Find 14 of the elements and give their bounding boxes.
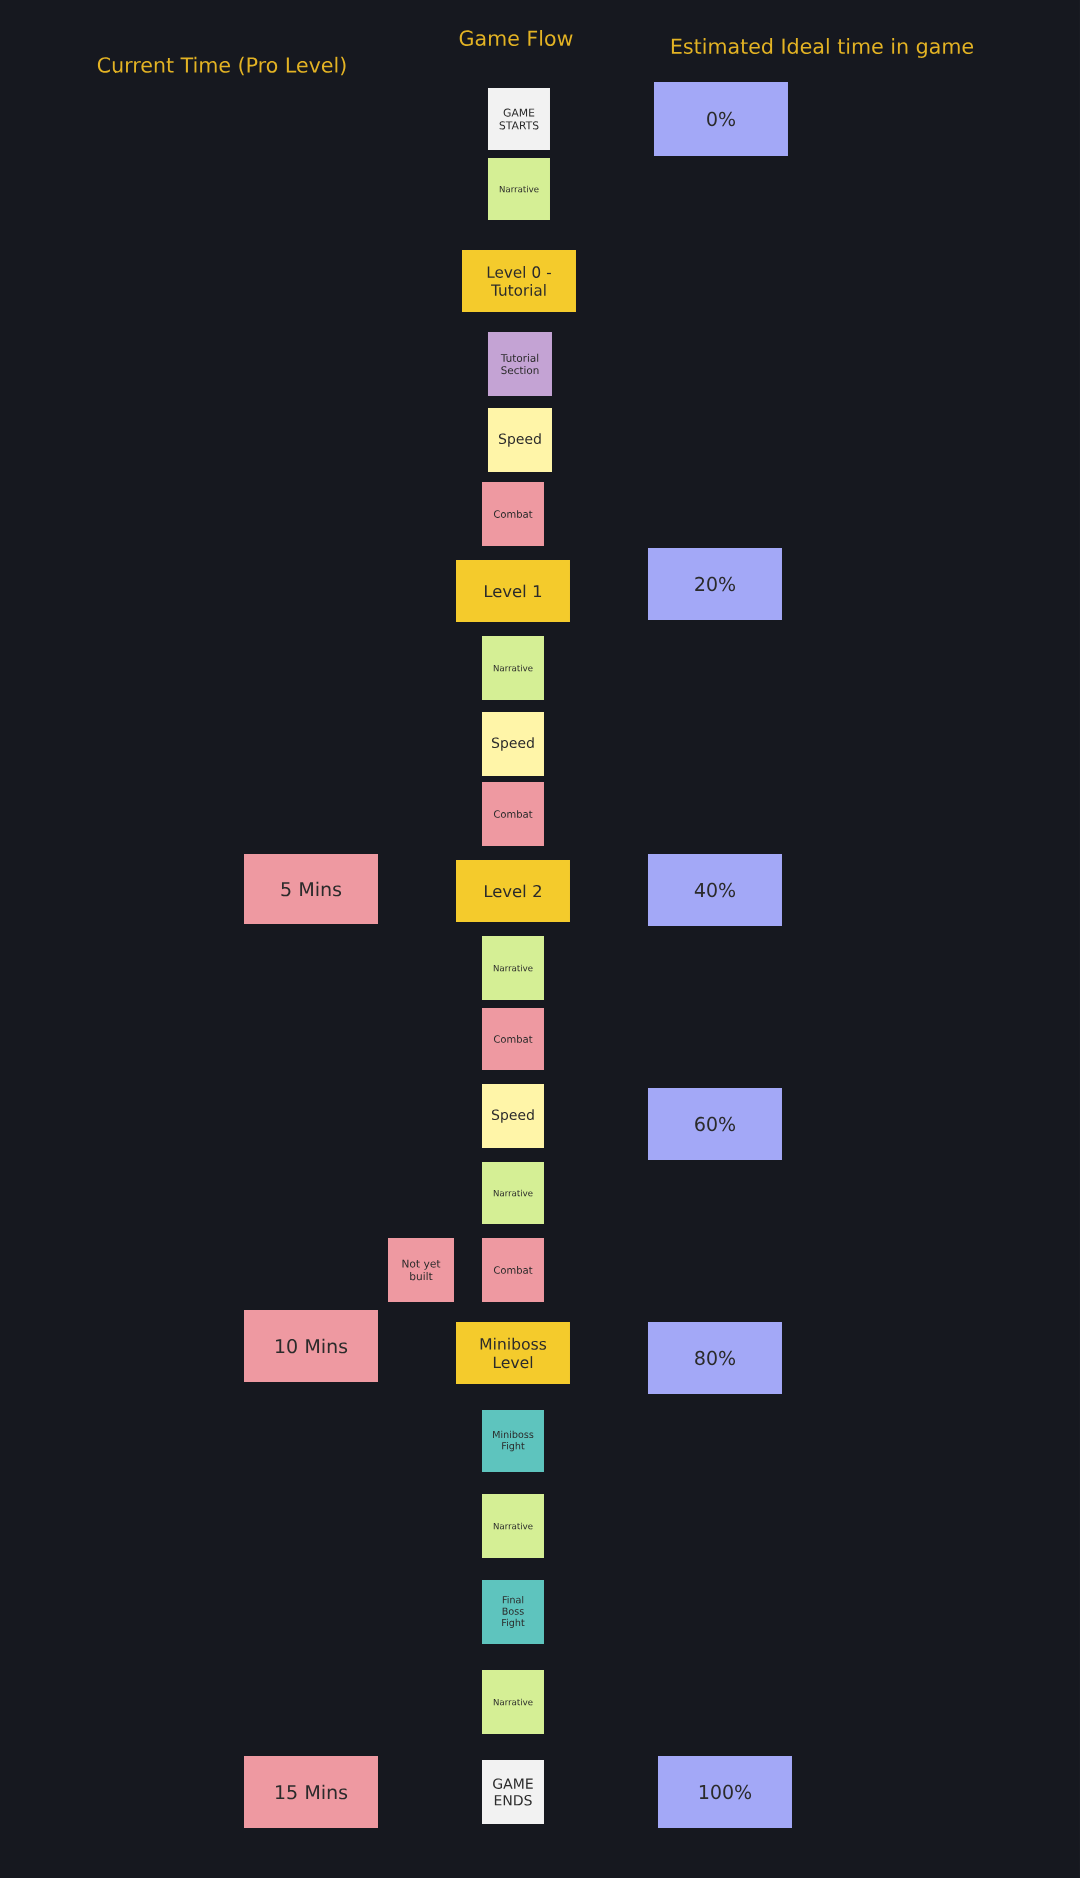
sticky-note: 60%	[648, 1088, 782, 1160]
sticky-note: 10 Mins	[244, 1310, 378, 1382]
sticky-note: 15 Mins	[244, 1756, 378, 1828]
sticky-note: 100%	[658, 1756, 792, 1828]
sticky-note: 0%	[654, 82, 788, 156]
sticky-note: Level 1	[456, 560, 570, 622]
sticky-note: 5 Mins	[244, 854, 378, 924]
sticky-note: 80%	[648, 1322, 782, 1394]
sticky-note: 20%	[648, 548, 782, 620]
column-heading: Current Time (Pro Level)	[97, 56, 346, 76]
column-heading: Estimated Ideal time in game	[671, 38, 973, 58]
column-heading: Game Flow	[459, 30, 573, 46]
sticky-note: 40%	[648, 854, 782, 926]
sticky-note: Level 2	[456, 860, 570, 922]
